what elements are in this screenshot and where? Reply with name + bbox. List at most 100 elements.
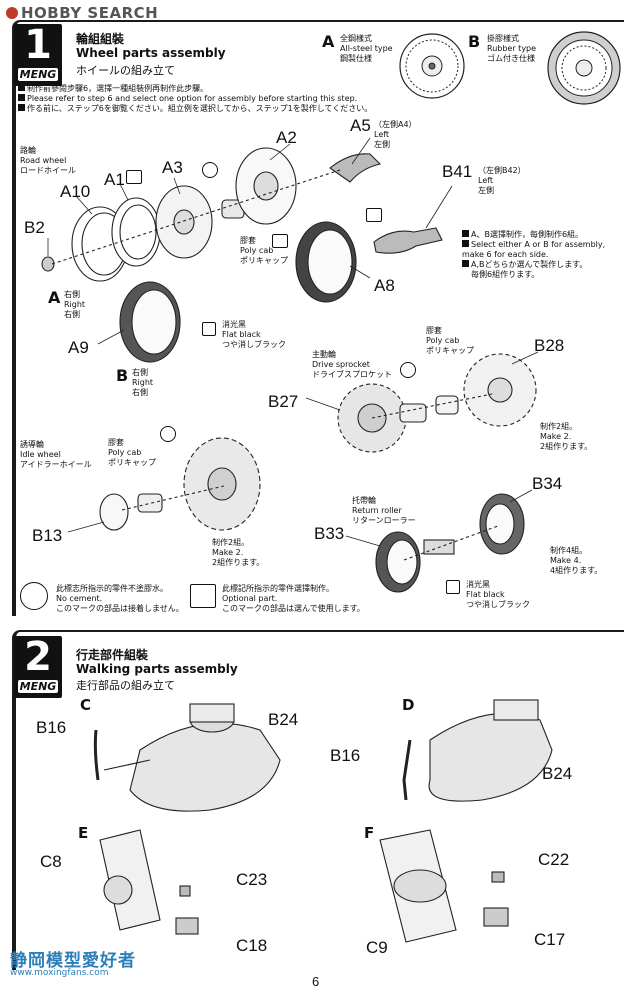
optional-jp: このマークの部品は選んで使用します。 [222, 604, 365, 613]
option-b-jp: ゴム付き仕様 [487, 54, 535, 63]
select-jp2: 毎側6組作ります。 [471, 270, 540, 279]
poly-cab-zh: 膠套 [426, 326, 442, 335]
road-wheel-label: 路輪 Road wheel ロードホイール [20, 146, 76, 176]
part-b16-d: B16 [330, 746, 361, 765]
a5-left-en: Left [374, 130, 390, 139]
part-b2: B2 [24, 218, 45, 237]
optional-part-icon [272, 234, 288, 248]
part-a3: A3 [162, 158, 183, 177]
b41-left-jp: 左側 [478, 186, 494, 195]
right-b-jp: 右側 [132, 388, 148, 397]
no-cement-icon [400, 362, 416, 378]
option-b-wheel-drawing [547, 31, 621, 105]
sub-f-drawing [379, 829, 509, 943]
optional-zh: 此標記所指示的零件選擇制作。 [222, 584, 334, 593]
make2-note-1: 制作2組。 Make 2. 2組作ります。 [540, 422, 592, 452]
optional-part-icon [126, 170, 142, 184]
part-a5: A5 [350, 116, 371, 135]
option-a-label: 全鋼樣式 All-steel type 鋼製仕様 [340, 34, 393, 64]
right-b-zh: 右側 [132, 368, 148, 377]
poly-cab-label-1: 膠套 Poly cab ポリキャップ [240, 236, 288, 266]
step1-prep-note: 制作前參閱步驟6，選擇一種組裝例再制作此步驟。 Please refer to … [18, 84, 398, 114]
part-b16-c: B16 [36, 718, 67, 737]
optional-en: Optional part. [222, 594, 278, 603]
option-a-wheel-drawing [399, 33, 465, 99]
a5-left-note: （左側A4） Left 左側 [374, 120, 417, 150]
idle-wheel-zh: 誘導輪 [20, 440, 44, 449]
part-c23: C23 [236, 870, 268, 889]
option-a-letter: A [322, 32, 335, 51]
return-roller-en: Return roller [352, 506, 402, 515]
road-wheel-en: Road wheel [20, 156, 67, 165]
no-cement-legend: 此標志所指示的零件不塗膠水。 No cement. このマークの部品は接着しませ… [56, 584, 184, 614]
option-a-jp: 鋼製仕様 [340, 54, 372, 63]
part-c22: C22 [538, 850, 570, 869]
b41-left-note: （左側B42） Left 左側 [478, 166, 526, 196]
step2-brand: MENG [18, 680, 58, 693]
part-b28: B28 [534, 336, 565, 355]
watermark-url: www.moxingfans.com [10, 968, 109, 978]
no-cement-en: No cement. [56, 594, 103, 603]
step2-title-jp: 走行部品の組み立て [76, 679, 175, 692]
drive-sprocket-zh: 主動輪 [312, 350, 336, 359]
part-a10: A10 [60, 182, 91, 201]
optional-legend: 此標記所指示的零件選擇制作。 Optional part. このマークの部品は選… [222, 584, 365, 614]
select-ab-note: A、B選擇制作，每側制作6組。 Select either A or B for… [462, 230, 628, 280]
drive-sprocket-label: 主動輪 Drive sprocket ドライブスプロケット [312, 350, 392, 380]
watermark-top-text: HOBBY SEARCH [21, 4, 159, 22]
poly-cab-zh: 膠套 [108, 438, 124, 447]
option-a-en: All-steel type [340, 44, 393, 53]
option-a-zh: 全鋼樣式 [340, 34, 372, 43]
part-b24-d: B24 [542, 764, 573, 783]
flat-black-jp: つや消しブラック [466, 600, 530, 609]
part-b13: B13 [32, 526, 63, 545]
drive-sprocket-jp: ドライブスプロケット [312, 370, 392, 379]
sub-step-c: C [80, 696, 92, 714]
part-b27: B27 [268, 392, 299, 411]
make2-en: Make 2. [540, 432, 572, 441]
part-a9: A9 [68, 338, 89, 357]
part-a8: A8 [374, 276, 395, 295]
step1-badge: 1 MENG [14, 24, 62, 86]
poly-cab-label-3: 膠套 Poly cab ポリキャップ [108, 438, 156, 468]
poly-cab-jp: ポリキャップ [240, 256, 288, 265]
make2-note-2: 制作2組。 Make 2. 2組作ります。 [212, 538, 264, 568]
idle-wheel-drawing [99, 437, 261, 531]
step2-panel [12, 630, 624, 970]
right-b-en: Right [132, 378, 154, 387]
return-roller-drawing [375, 493, 525, 593]
return-roller-label: 托帶輪 Return roller リターンローラー [352, 496, 416, 526]
poly-cab-zh: 膠套 [240, 236, 256, 245]
step2-diagram [93, 699, 553, 943]
road-wheel-zh: 路輪 [20, 146, 36, 155]
make4-jp: 4組作ります。 [550, 566, 603, 575]
part-c9: C9 [366, 938, 388, 957]
option-b-label: 掛膠樣式 Rubber type ゴム付き仕様 [487, 34, 536, 64]
part-b41: B41 [442, 162, 473, 181]
part-c18: C18 [236, 936, 268, 955]
step1-title-zh: 輪組組裝 [76, 32, 125, 46]
note-jp: 作る前に、ステップ6を御覧ください。組立例を選択してから、ステップ1を製作してく… [27, 104, 373, 113]
no-cement-zh: 此標志所指示的零件不塗膠水。 [56, 584, 168, 593]
sub-c-drawing [93, 703, 281, 812]
road-wheel-drawing [41, 147, 443, 363]
note-zh: 制作前參閱步驟6，選擇一種組裝例再制作此步驟。 [27, 84, 209, 93]
step1-title-en: Wheel parts assembly [76, 46, 226, 60]
sub-d-drawing [402, 699, 553, 802]
poly-cab-jp: ポリキャップ [426, 346, 474, 355]
poly-cab-jp: ポリキャップ [108, 458, 156, 467]
drive-sprocket-drawing [337, 353, 537, 453]
poly-cab-en: Poly cab [108, 448, 142, 457]
right-b-label: 右側 Right 右側 [132, 368, 153, 398]
right-b-letter: B [116, 366, 129, 385]
flat-black-label-1: 消光黑 Flat black つや消しブラック [222, 320, 286, 350]
optional-part-icon [366, 208, 382, 222]
make4-en: Make 4. [550, 556, 582, 565]
no-cement-legend-icon [20, 582, 48, 610]
option-b-zh: 掛膠樣式 [487, 34, 519, 43]
flat-black-label-2: 消光黑 Flat black つや消しブラック [466, 580, 530, 610]
make2-jp: 2組作ります。 [540, 442, 593, 451]
a5-left-jp: 左側 [374, 140, 390, 149]
b41-paren: （左側B42） [478, 166, 526, 175]
flat-black-zh: 消光黑 [466, 580, 490, 589]
